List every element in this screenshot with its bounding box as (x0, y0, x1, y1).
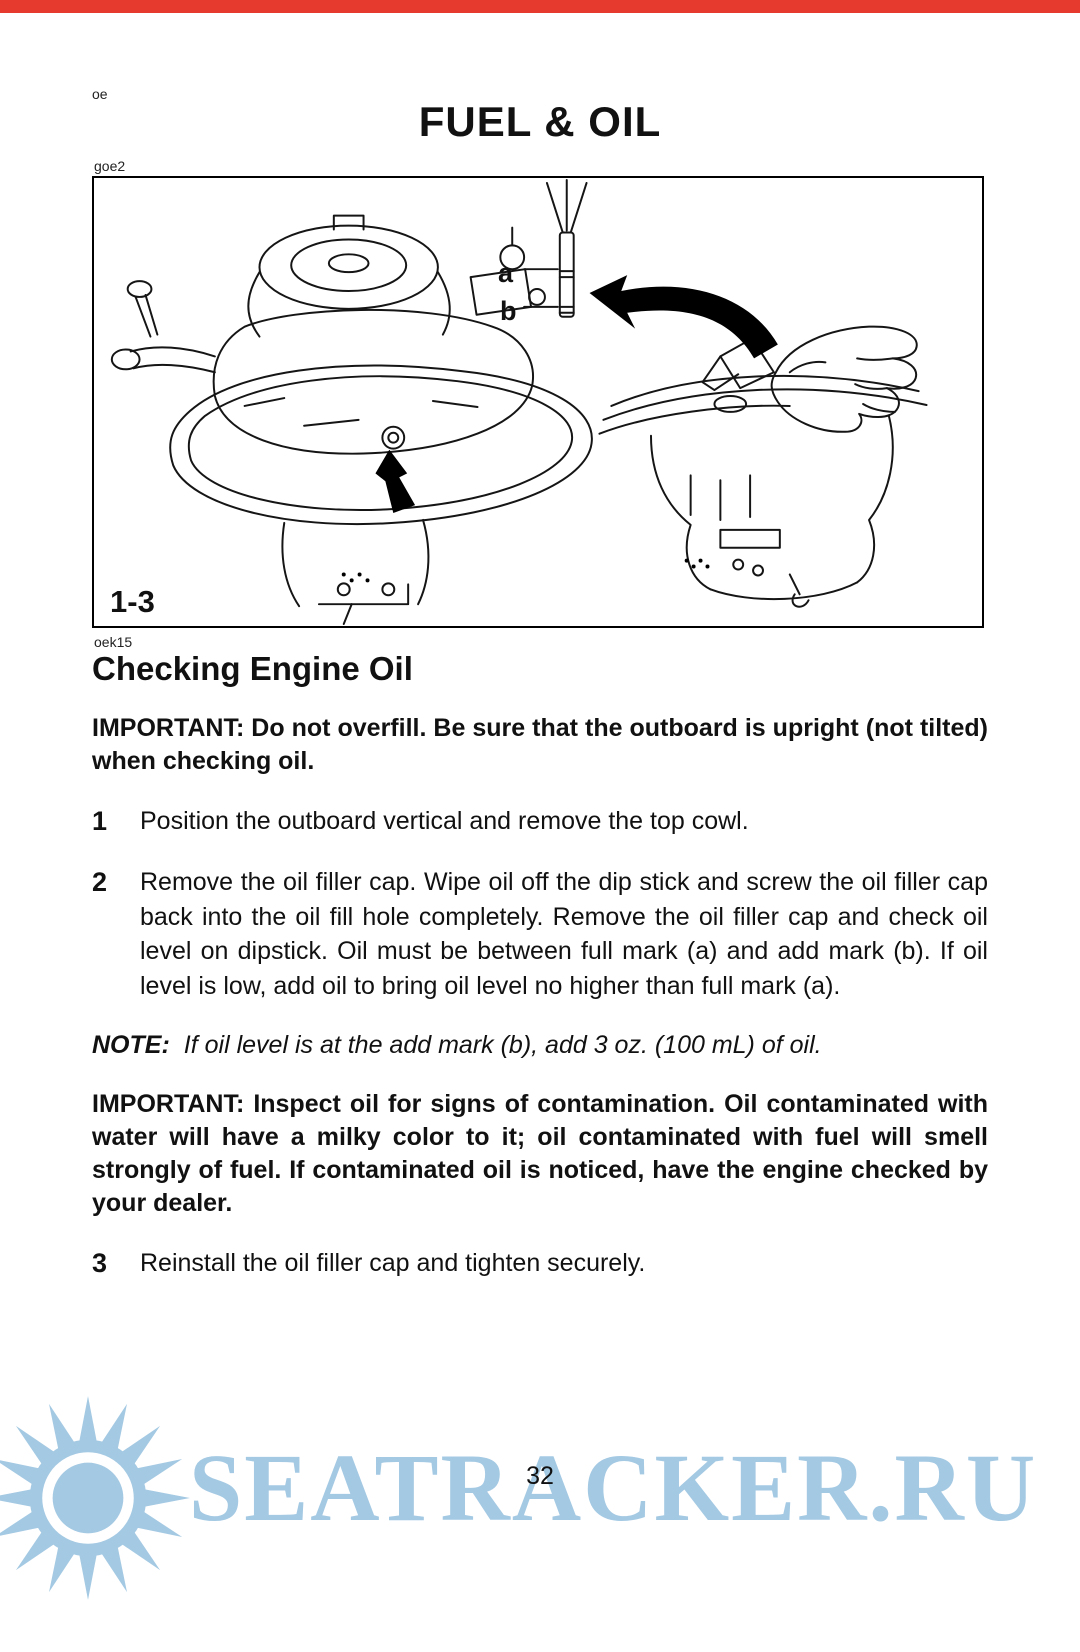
step-2-text: Remove the oil filler cap. Wipe oil off … (140, 868, 988, 1000)
dipstick-add-mark-label: b (500, 296, 517, 326)
step-1-number: 1 (92, 806, 108, 836)
section-code: oek15 (94, 634, 133, 650)
dipstick-full-mark-label: a (498, 258, 514, 288)
sun-logo-icon (0, 1396, 190, 1600)
pour-arrow (589, 275, 778, 569)
step-3-number: 3 (92, 1248, 108, 1279)
page-number: 32 (526, 1462, 554, 1490)
step-2: 2 Remove the oil filler cap. Wipe oil of… (92, 865, 988, 1003)
corner-code: oe (92, 86, 108, 102)
step-2-number: 2 (92, 867, 108, 898)
section-heading: Checking Engine Oil (92, 650, 413, 687)
content-column: Checking Engine Oil IMPORTANT: Do not ov… (92, 650, 988, 1307)
note-label: NOTE: (92, 1031, 170, 1060)
step-3-text: Reinstall the oil filler cap and tighten… (140, 1249, 646, 1278)
important-paragraph-1: IMPORTANT: Do not overfill. Be sure that… (92, 714, 988, 775)
step-1-text: Position the outboard vertical and remov… (140, 807, 749, 835)
outboard-engine-illustration (110, 178, 928, 626)
important-paragraph-2: IMPORTANT: Inspect oil for signs of cont… (92, 1090, 988, 1218)
watermark-text: SEATRACKER.RU (188, 1434, 1038, 1541)
page-top-red-border (0, 0, 1080, 13)
figure-box: a b 1-3 (92, 176, 984, 628)
watermark: SEATRACKER.RU (0, 1392, 1080, 1607)
figure-code: goe2 (94, 158, 126, 174)
step-1: 1 Position the outboard vertical and rem… (92, 804, 988, 839)
step-3: 3 Reinstall the oil filler cap and tight… (92, 1246, 988, 1281)
note-text: If oil level is at the add mark (b), add… (183, 1031, 822, 1060)
page-title: FUEL & OIL (418, 98, 662, 145)
note-paragraph: NOTE: If oil level is at the add mark (b)… (92, 1029, 988, 1062)
figure-number: 1-3 (110, 584, 155, 619)
oil-cap-arrow (341, 449, 416, 583)
engine-left-drawing (110, 214, 593, 626)
dipstick-and-hand-drawing (523, 178, 928, 608)
